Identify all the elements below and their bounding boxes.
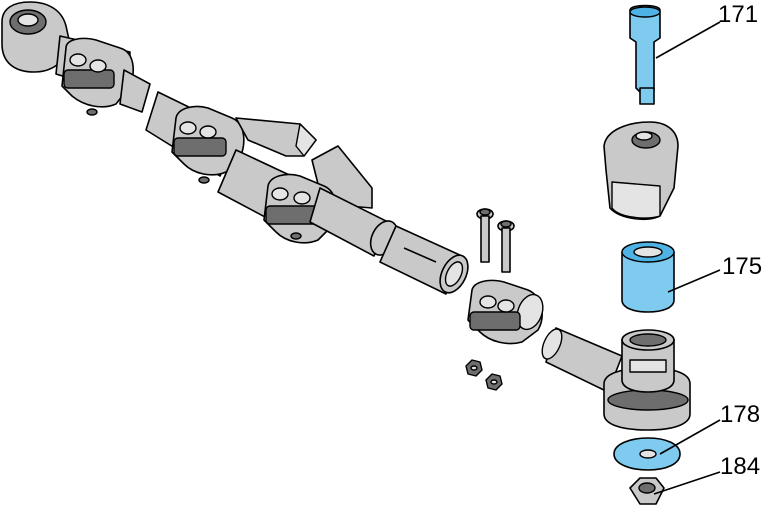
lock-nut-184 <box>629 477 665 505</box>
bolt-2 <box>497 220 515 273</box>
tube-end <box>379 225 469 295</box>
dust-boot <box>603 121 679 221</box>
bushing-175 <box>621 241 675 313</box>
bolt-1 <box>476 208 494 263</box>
tube-clamp-1 <box>61 37 134 116</box>
washer-178 <box>613 437 681 471</box>
callout-175: 175 <box>722 253 762 280</box>
bracket <box>235 117 317 157</box>
tube-clamp-2 <box>171 105 245 184</box>
leader-175 <box>667 269 721 293</box>
ball-stud-pin-171 <box>629 4 661 105</box>
callout-178: 178 <box>720 401 760 428</box>
callout-184: 184 <box>720 453 760 480</box>
leader-178 <box>659 419 721 455</box>
leader-lines <box>653 21 721 495</box>
tube-clamp-4 <box>467 279 544 345</box>
nut-2 <box>485 373 503 391</box>
callout-171: 171 <box>718 1 758 28</box>
leader-184 <box>653 471 721 495</box>
leader-171 <box>655 21 721 59</box>
tie-rod-end-right <box>603 329 691 431</box>
drag-link-tube <box>309 187 399 257</box>
nut-1 <box>465 359 483 377</box>
